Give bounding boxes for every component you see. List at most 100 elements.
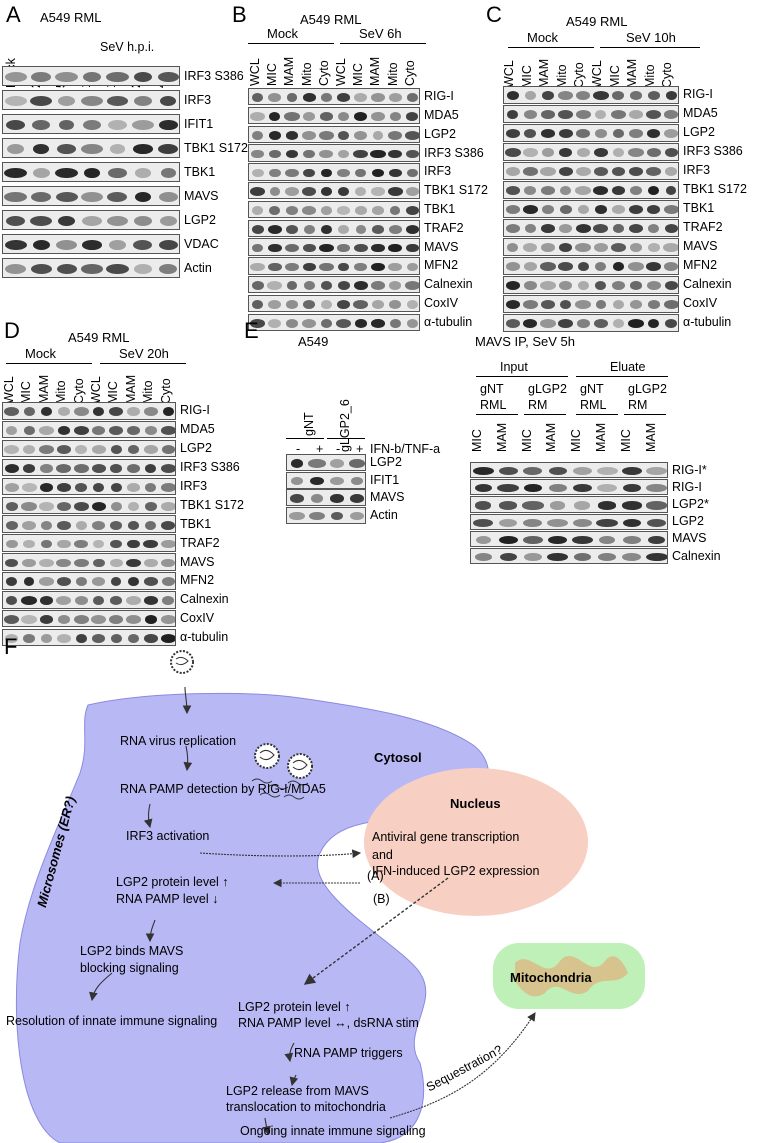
column-label: MAM xyxy=(643,422,658,452)
blot-row-label: IRF3 S386 xyxy=(180,460,240,474)
protein-band xyxy=(371,187,385,197)
protein-band xyxy=(629,91,643,101)
protein-band xyxy=(320,93,333,103)
protein-band xyxy=(575,186,592,196)
protein-band xyxy=(406,93,418,103)
protein-band xyxy=(572,467,593,476)
protein-band xyxy=(23,577,35,587)
subgroup-label: RM xyxy=(628,398,648,412)
protein-band xyxy=(321,168,332,178)
protein-band xyxy=(161,558,175,568)
protein-band xyxy=(560,300,572,310)
protein-band xyxy=(144,634,158,643)
protein-band xyxy=(145,501,157,511)
protein-band xyxy=(558,110,573,120)
blot-strip xyxy=(470,530,668,547)
blot-strip xyxy=(470,496,668,513)
blot-row-label: TBK1 S172 xyxy=(180,497,244,512)
protein-band xyxy=(125,615,142,625)
protein-band xyxy=(540,319,556,329)
protein-band xyxy=(524,224,537,234)
protein-band xyxy=(389,281,402,291)
blot-strip xyxy=(503,314,679,332)
group-label: SeV 20h xyxy=(119,346,169,361)
virus-icon-1 xyxy=(254,743,280,769)
blot-strip xyxy=(2,402,176,420)
protein-band xyxy=(523,518,543,527)
protein-band xyxy=(505,319,520,329)
protein-band xyxy=(474,484,493,493)
column-label: Cyto xyxy=(71,378,86,404)
blot-strip xyxy=(2,628,176,647)
protein-band xyxy=(388,262,403,272)
protein-band xyxy=(320,206,332,215)
protein-band xyxy=(628,148,644,158)
protein-band xyxy=(81,96,103,106)
protein-band xyxy=(612,262,625,272)
protein-band xyxy=(30,216,53,226)
protein-band xyxy=(81,144,103,154)
protein-band xyxy=(284,112,300,121)
protein-band xyxy=(157,72,179,82)
arrow-s1-s2 xyxy=(183,745,193,772)
protein-band xyxy=(23,445,36,454)
column-label: MAM xyxy=(544,422,559,452)
branch-b-translocation: translocation to mitochondria xyxy=(226,1100,386,1114)
protein-band xyxy=(40,539,53,549)
protein-band xyxy=(108,240,127,250)
blot-strip xyxy=(470,462,668,479)
blot-row-label: RIG-I xyxy=(672,479,702,494)
protein-band xyxy=(302,318,317,328)
protein-band xyxy=(406,262,419,272)
protein-band xyxy=(523,467,543,476)
protein-band xyxy=(308,459,326,468)
protein-band xyxy=(547,553,568,562)
protein-band xyxy=(143,577,159,587)
protein-band xyxy=(320,187,333,197)
protein-band xyxy=(57,426,71,436)
protein-band xyxy=(329,476,345,486)
protein-band xyxy=(337,149,350,159)
blot-row-label: MAVS xyxy=(184,188,219,203)
column-label: Cyto xyxy=(158,378,173,404)
protein-band xyxy=(6,216,26,226)
column-label: Mito xyxy=(554,64,569,88)
protein-band xyxy=(593,186,609,196)
protein-band xyxy=(127,426,140,436)
protein-band xyxy=(629,167,643,177)
protein-band xyxy=(22,464,36,473)
blot-strip xyxy=(248,182,420,200)
column-label: MAM xyxy=(282,56,297,86)
protein-band xyxy=(92,634,105,643)
protein-band xyxy=(40,464,53,473)
protein-band xyxy=(38,577,55,587)
arrow-b-label: (B) xyxy=(373,892,390,906)
protein-band xyxy=(336,318,352,328)
protein-band xyxy=(160,539,175,549)
protein-band xyxy=(162,596,175,606)
protein-band xyxy=(158,120,179,130)
protein-band xyxy=(355,168,367,178)
protein-band xyxy=(92,577,106,587)
blot-strip xyxy=(470,548,668,565)
blot-row-label: IFIT1 xyxy=(184,116,214,131)
protein-band xyxy=(594,167,608,177)
protein-band xyxy=(159,264,178,274)
blot-strip xyxy=(2,114,180,134)
protein-band xyxy=(57,539,71,549)
protein-band xyxy=(160,634,175,643)
protein-band xyxy=(593,91,609,101)
protein-band xyxy=(81,192,103,202)
protein-band xyxy=(80,264,104,274)
branch-b-ongoing: Ongoing innate immune signaling xyxy=(240,1124,426,1138)
protein-band xyxy=(405,187,419,197)
blot-strip xyxy=(286,489,366,506)
column-label: Mito xyxy=(642,64,657,88)
protein-band xyxy=(370,281,386,291)
protein-band xyxy=(593,224,609,234)
blot-strip xyxy=(2,591,176,609)
protein-band xyxy=(498,467,518,476)
protein-band xyxy=(612,186,625,196)
protein-band xyxy=(251,206,264,215)
column-label: Cyto xyxy=(316,60,331,86)
